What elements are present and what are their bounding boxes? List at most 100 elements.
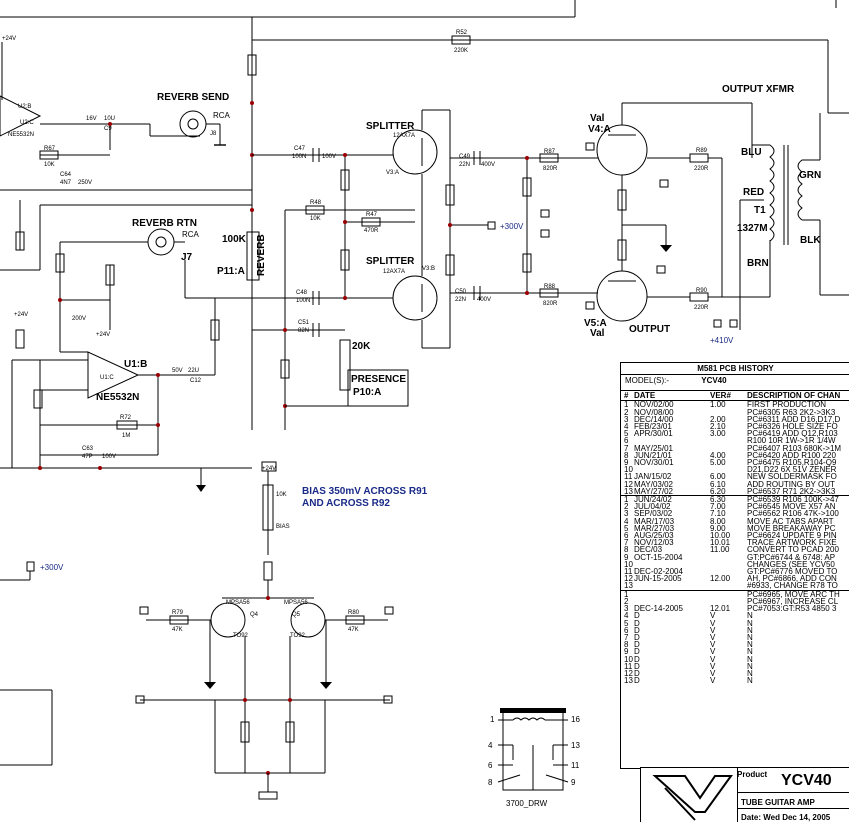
row-date: NOV/08/00 xyxy=(634,408,674,416)
row-desc: MOVE BREAKAWAY PC xyxy=(747,524,836,533)
row-desc: TRACE ARTWORK FIXE xyxy=(747,539,837,547)
row-ver: 2.00 xyxy=(710,415,726,424)
splitter2-label: SPLITTER xyxy=(366,256,415,267)
junction xyxy=(58,298,62,302)
row-date: NOV/30/01 xyxy=(634,459,674,467)
title-divider xyxy=(737,768,738,822)
resistor-r52 xyxy=(451,35,471,45)
row-desc: PC#6407 R103 680K->1M xyxy=(747,444,842,452)
r87-value: 820R xyxy=(543,166,558,172)
company-logo xyxy=(652,775,733,821)
row-desc: PC#6537 R71 2K2->3K3 xyxy=(747,487,836,496)
col-desc: DESCRIPTION OF CHAN xyxy=(747,392,841,400)
junction xyxy=(108,122,112,126)
r67-label: R67 xyxy=(44,146,56,152)
net-flag xyxy=(135,695,145,704)
net-flag xyxy=(383,695,393,704)
row-num: 8 xyxy=(624,641,629,649)
net-flag xyxy=(540,209,550,218)
pot-reverb[interactable] xyxy=(246,231,260,281)
c47-value: 100N xyxy=(292,154,306,160)
row-desc: R100 10R 1W->1R 1/4W xyxy=(747,437,836,445)
row-desc: PC#6624 UPDATE 9 PIN xyxy=(747,532,837,540)
c48-label: C48 xyxy=(296,290,308,296)
row-date: D xyxy=(634,669,640,678)
junction xyxy=(448,223,452,227)
r90-value: 220R xyxy=(694,305,709,311)
jack-reverb-send[interactable] xyxy=(179,110,207,138)
row-date: JUN-15-2005 xyxy=(634,575,682,583)
row-desc: GT:PC#6744 & 6748: AP xyxy=(747,553,836,561)
row-desc: PC#6420 ADD R100 220 xyxy=(747,451,836,460)
row-date: D xyxy=(634,648,640,656)
brn-label: BRN xyxy=(747,258,769,269)
r47-label: R47 xyxy=(366,212,378,218)
row-ver xyxy=(710,445,747,452)
resistor-r45 xyxy=(340,169,350,191)
junction xyxy=(343,296,347,300)
jack-reverb-rtn[interactable] xyxy=(147,228,175,256)
row-date: JUL/04/02 xyxy=(634,503,671,511)
junction xyxy=(250,101,254,105)
blu-label: BLU xyxy=(741,147,762,158)
plus300v-left-label: +300V xyxy=(40,563,64,572)
row-num: 5 xyxy=(624,619,629,627)
pin-9: 9 xyxy=(571,778,576,787)
row-ver: 6.20 xyxy=(710,487,726,496)
row-ver: 6.00 xyxy=(710,473,726,481)
u1b-label: U1:B xyxy=(124,359,147,370)
switch-arm xyxy=(545,774,569,783)
pot-presence[interactable] xyxy=(339,339,351,391)
resistor-r70 xyxy=(55,253,65,273)
row-date: DEC-02-2004 xyxy=(634,568,683,576)
plus300v-label: +300V xyxy=(500,222,524,231)
row-desc: N xyxy=(747,612,753,620)
pin-11: 11 xyxy=(571,761,580,770)
resistor-r76 xyxy=(240,721,250,743)
pin-8: 8 xyxy=(488,778,493,787)
resistor-r44 xyxy=(445,254,455,276)
resistor-r69 xyxy=(33,389,43,409)
r67-value: 10K xyxy=(44,162,55,168)
r88-label: R88 xyxy=(544,284,556,290)
t1-part: 1327M xyxy=(737,223,768,234)
c9-voltage: 16V xyxy=(86,116,97,122)
row-desc: N xyxy=(747,648,753,656)
row-date: D xyxy=(634,677,640,685)
row-ver: 6.30 xyxy=(710,496,726,504)
c51-value: 82N xyxy=(298,328,309,334)
pcb-history-table: M581 PCB HISTORY MODEL(S):- YCV40 # DATE… xyxy=(620,362,849,769)
row-num: 3 xyxy=(624,415,629,424)
r80-label: R80 xyxy=(348,610,360,616)
row-ver xyxy=(710,568,747,575)
resistor-r42 xyxy=(522,253,532,273)
pot-bias[interactable] xyxy=(262,484,274,531)
resistor-r87 xyxy=(539,153,559,163)
transistor-q4 xyxy=(210,602,246,638)
row-num: 3 xyxy=(624,605,629,613)
row-date xyxy=(634,437,710,444)
output-tube-label: OUTPUT xyxy=(629,324,670,335)
row-num: 6 xyxy=(624,626,629,634)
title-rule xyxy=(737,808,849,809)
v4a-label: V4:A xyxy=(588,124,611,135)
tube-v3b xyxy=(392,275,438,321)
row-desc: PC#6562 R106 47K->100 xyxy=(747,510,839,518)
r89-value: 220R xyxy=(694,166,709,172)
c63-value: 47P xyxy=(82,454,93,460)
junction xyxy=(343,220,347,224)
